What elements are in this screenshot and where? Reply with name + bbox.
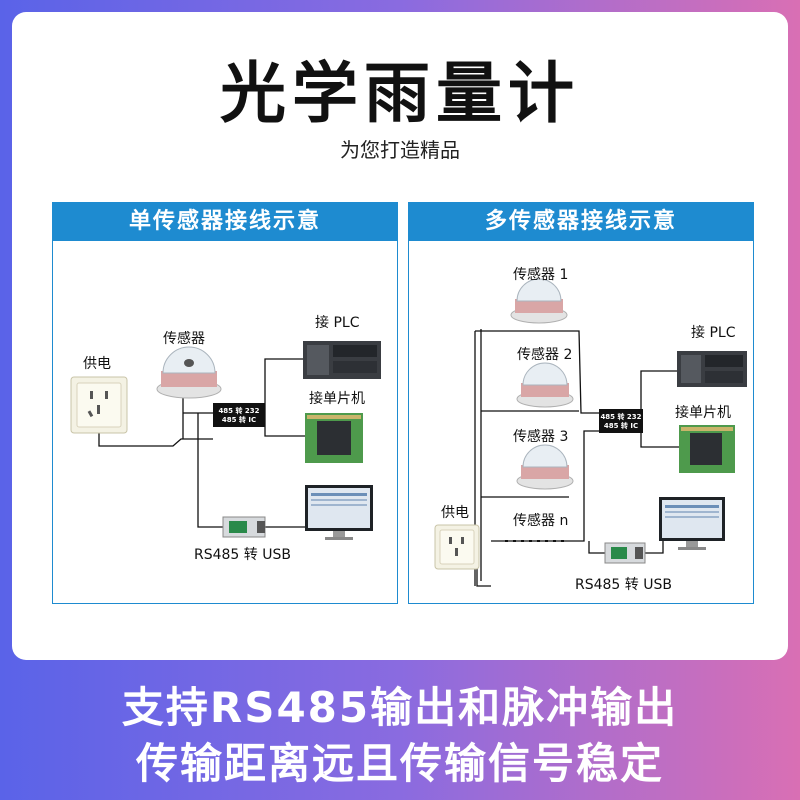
footer-line-1: 支持RS485输出和脉冲输出	[121, 683, 679, 732]
sensor-label: 传感器	[163, 330, 205, 347]
converter-label-2: 485 转 IC	[222, 415, 256, 424]
mcu-board-icon	[679, 425, 735, 473]
single-sensor-header: 单传感器接线示意	[53, 203, 397, 241]
converter-label-2: 485 转 IC	[604, 421, 638, 430]
plc-label: 接 PLC	[691, 324, 736, 341]
single-sensor-panel: 单传感器接线示意 供电 传感器	[52, 202, 398, 604]
wiring	[474, 329, 679, 587]
footer-line-2: 传输距离远且传输信号稳定	[135, 739, 664, 788]
usb-converter-icon	[604, 542, 646, 564]
converter-label-1: 485 转 232	[218, 406, 259, 415]
multi-sensor-header: 多传感器接线示意	[409, 203, 753, 241]
multi-sensor-panel: 多传感器接线示意 传感器 1	[408, 202, 754, 604]
rain-sensor-1-icon	[510, 278, 568, 324]
rain-sensor-2-icon	[516, 362, 574, 408]
rain-sensor-icon	[156, 346, 222, 399]
multi-sensor-diagram: 传感器 1 传感器 2 传感器 3 传感器 n 供电 485 转 232 485…	[434, 266, 747, 593]
sensor-2-label: 传感器 2	[517, 346, 572, 363]
computer-monitor-icon	[659, 497, 725, 550]
plc-label: 接 PLC	[315, 314, 360, 331]
page-title: 光学雨量计	[220, 55, 580, 132]
usb-label: RS485 转 USB	[194, 547, 291, 563]
power-label: 供电	[441, 505, 469, 521]
page-subtitle: 为您打造精品	[340, 138, 460, 162]
sensor-1-label: 传感器 1	[513, 266, 568, 283]
single-sensor-diagram: 供电 传感器 485 转 232 485 转 IC 接 PLC	[70, 314, 381, 563]
sensor-n-label: 传感器 n	[513, 512, 568, 529]
sensor-3-label: 传感器 3	[513, 428, 568, 445]
usb-converter-icon	[222, 516, 266, 538]
mcu-board-icon	[305, 413, 363, 463]
plc-icon	[677, 351, 747, 387]
power-socket-icon	[434, 524, 480, 570]
mcu-label: 接单片机	[309, 390, 365, 407]
usb-label: RS485 转 USB	[575, 577, 672, 593]
converter-label-1: 485 转 232	[600, 412, 641, 421]
rain-sensor-3-icon	[516, 444, 574, 490]
plc-icon	[303, 341, 381, 379]
converter-box: 485 转 232 485 转 IC	[213, 403, 265, 427]
computer-monitor-icon	[305, 485, 373, 540]
mcu-label: 接单片机	[675, 404, 731, 421]
power-socket-icon	[70, 376, 128, 434]
converter-box: 485 转 232 485 转 IC	[599, 409, 643, 433]
power-label: 供电	[83, 356, 111, 372]
